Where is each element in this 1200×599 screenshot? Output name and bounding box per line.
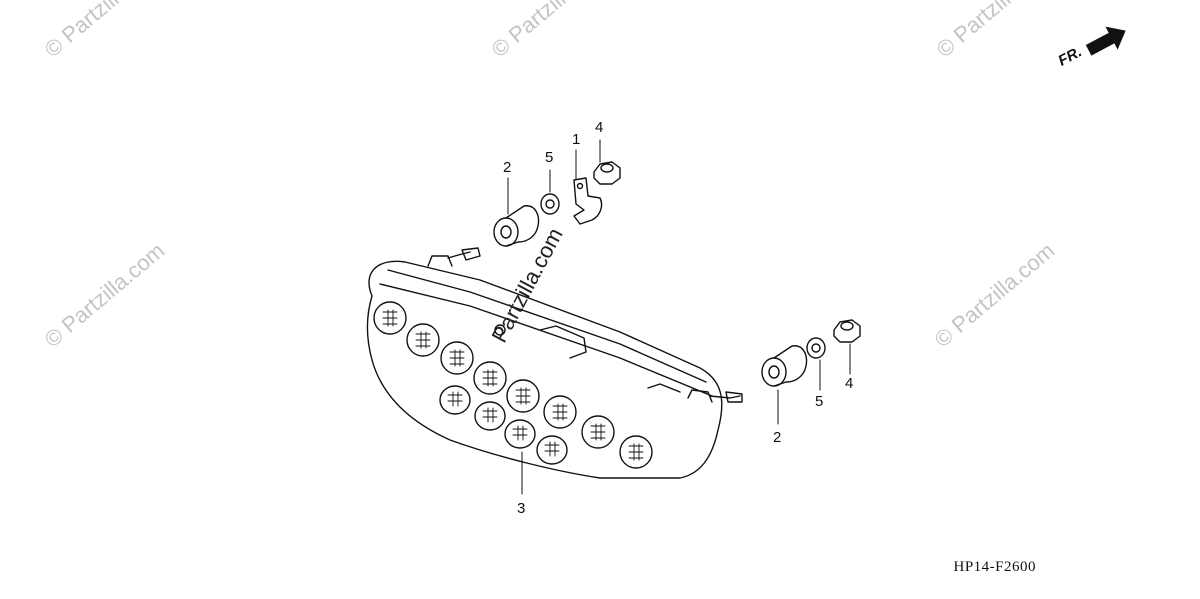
top-grommet-part: [493, 205, 540, 247]
taillight-housing: [366, 247, 743, 479]
callout-taillight: 3: [517, 500, 526, 517]
right-nut-part: [833, 319, 861, 343]
right-grommet-part: [761, 345, 808, 387]
callout-top-nut: 4: [595, 119, 604, 136]
right-washer-part: [806, 337, 826, 359]
callout-top-washer: 5: [545, 149, 554, 166]
lower-lens-row: [439, 385, 568, 465]
callout-right-grommet: 2: [773, 429, 782, 446]
leader-lines: [507, 139, 851, 495]
top-nut-part: [593, 161, 621, 185]
diagram-code: HP14-F2600: [953, 559, 1036, 575]
callout-right-washer: 5: [815, 393, 824, 410]
callout-bracket: 1: [572, 131, 581, 148]
callout-right-nut: 4: [845, 375, 854, 392]
callout-top-grommet: 2: [503, 159, 512, 176]
top-washer-part: [540, 193, 560, 215]
bracket-part: [573, 177, 603, 225]
upper-lens-row: [373, 301, 653, 469]
